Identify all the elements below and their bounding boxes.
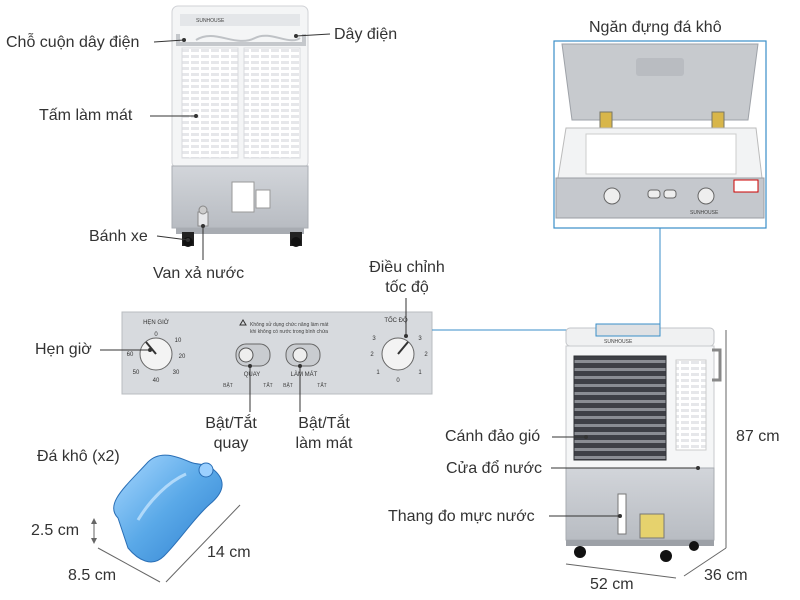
panel-cooling-on: BẬT — [283, 382, 293, 389]
speed-tick-label: 0 — [396, 378, 400, 384]
panel-cooling-title: LÀM MÁT — [291, 371, 318, 378]
speed-control-line1: Điều chỉnh — [369, 259, 445, 276]
louvers-label: Cánh đảo gió — [445, 428, 541, 445]
wheels-label: Bánh xe — [89, 228, 148, 245]
panel-warning-line2: khi không có nước trong bình chứa — [250, 329, 328, 335]
width-dimension: 52 cm — [590, 576, 634, 593]
timer-tick-label: 10 — [175, 338, 182, 344]
panel-swing-off: TẮT — [263, 381, 272, 389]
panel-timer-title: HẸN GIỜ — [143, 319, 169, 326]
ice-pack — [113, 454, 223, 563]
cooling-label: Bật/Tắt làm mát — [284, 414, 364, 454]
front-view-cooler: SUNHOUSE — [565, 323, 722, 562]
cooling-pad-label: Tấm làm mát — [39, 107, 133, 124]
swing-line1: Bật/Tắt — [205, 415, 257, 432]
swing-line2: quay — [213, 435, 249, 452]
timer-tick-label: 40 — [153, 378, 160, 384]
speed-tick-label: 1 — [418, 370, 422, 376]
timer-tick-label: 0 — [154, 332, 158, 338]
ice-thickness-dimension: 2.5 cm — [31, 522, 80, 539]
speed-tick-label: 2 — [370, 352, 374, 358]
timer-tick-label: 20 — [179, 354, 186, 360]
control-panel — [121, 311, 433, 395]
panel-swing-title: QUAY — [244, 372, 261, 378]
rear-view-cooler: SUNHOUSE — [171, 5, 309, 247]
ice-length-dimension: 14 cm — [207, 544, 251, 561]
wheel — [290, 232, 302, 247]
speed-tick-label: 3 — [418, 336, 422, 342]
power-cord-label: Dây điện — [334, 26, 398, 43]
svg-text:SUNHOUSE: SUNHOUSE — [604, 339, 633, 345]
drain-valve-label: Van xả nước — [153, 265, 245, 282]
svg-text:SUNHOUSE: SUNHOUSE — [196, 18, 225, 24]
svg-text:SUNHOUSE: SUNHOUSE — [690, 210, 719, 216]
speed-tick-label: 1 — [376, 370, 380, 376]
timer-tick-label: 30 — [173, 370, 180, 376]
cooling-line2: làm mát — [295, 435, 353, 452]
timer-tick-label: 50 — [133, 370, 140, 376]
speed-tick-label: 2 — [424, 352, 428, 358]
panel-swing-on: BẬT — [223, 382, 233, 389]
timer-label: Hẹn giờ — [35, 341, 92, 358]
panel-warning-line1: Không sử dụng chức năng làm mát — [250, 321, 329, 328]
water-gauge-label: Thang đo mực nước — [388, 508, 535, 525]
depth-dimension: 36 cm — [704, 567, 748, 584]
ice-pack-label: Đá khô (x2) — [37, 448, 120, 465]
speed-control-line2: tốc độ — [385, 279, 429, 296]
water-inlet-label: Cửa đổ nước — [446, 460, 542, 477]
speed-tick-label: 3 — [372, 336, 376, 342]
swing-label: Bật/Tắt quay — [196, 414, 266, 454]
timer-tick-label: 60 — [127, 352, 134, 358]
panel-cooling-off: TẮT — [317, 381, 326, 389]
panel-speed-title: TỐC ĐỘ — [384, 317, 408, 324]
cord-wrap-label: Chỗ cuộn dây điện — [6, 34, 140, 51]
height-dimension: 87 cm — [736, 428, 780, 445]
ice-compartment-photo: SUNHOUSE — [553, 40, 767, 229]
ice-compartment-label: Ngăn đựng đá khô — [589, 19, 722, 36]
ice-width-dimension: 8.5 cm — [68, 567, 117, 584]
speed-control-label: Điều chỉnh tốc độ — [352, 258, 462, 298]
cooling-line1: Bật/Tắt — [298, 415, 350, 432]
